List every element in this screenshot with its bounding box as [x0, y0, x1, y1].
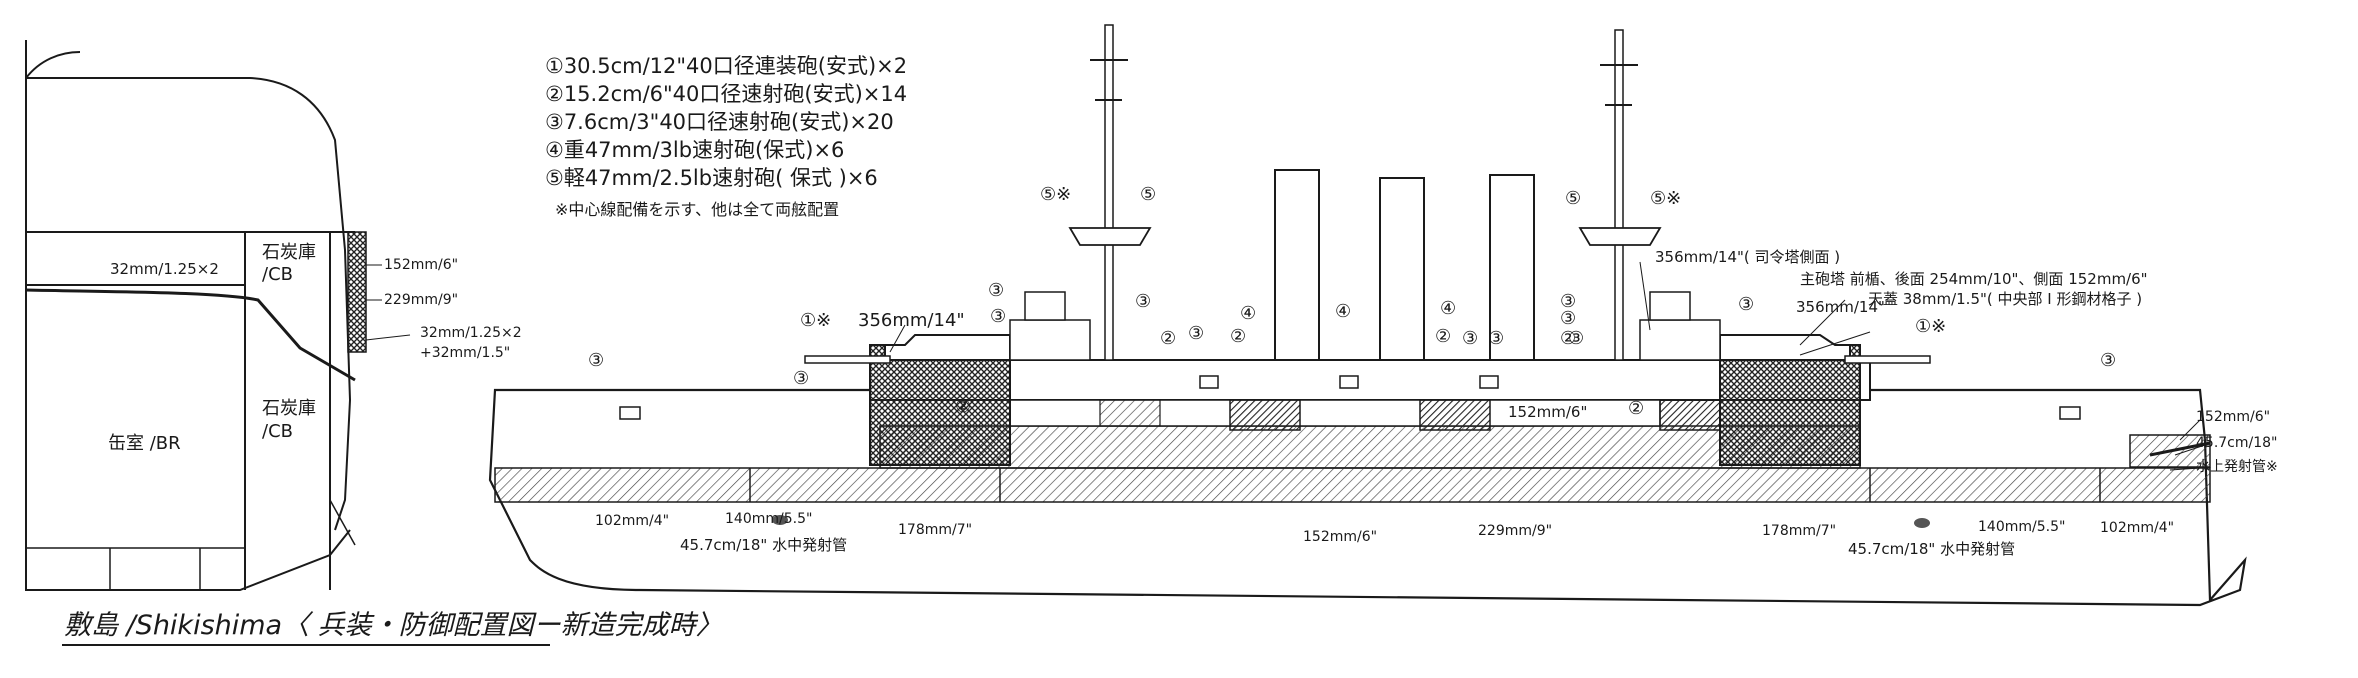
gun2-d: ② [1560, 328, 1577, 349]
legend-note: ※中心線配備を示す、他は全て両舷配置 [555, 200, 840, 219]
armor-belt-main: 229mm/9" [1478, 523, 1553, 539]
legend-item-5: ⑤軽47mm/2.5lb速射砲( 保式 )×6 [545, 166, 878, 190]
armor-stern-tube-armor: 45.7cm/18" [2196, 435, 2278, 451]
gun4-b: ④ [1335, 301, 1352, 322]
gun3-f: ③ [1560, 308, 1577, 329]
armor-belt-aft2: 178mm/7" [1762, 523, 1837, 539]
gun5-fwd: ⑤ [1140, 184, 1157, 205]
torpedo-aft-label: 45.7cm/18" 水中発射管 [1848, 540, 2016, 558]
stern-torpedo-tube: 水上発射管※ [2196, 459, 2278, 475]
armor-belt-mid: 152mm/6" [1303, 529, 1378, 545]
gun5-aft: ⑤ [1565, 188, 1582, 209]
armor-barbette-fwd: 356mm/14" [858, 310, 965, 331]
gun2-e: ② [955, 396, 972, 417]
hull-profile [488, 24, 2247, 607]
section-coal-lower-1: 石炭庫 [262, 398, 316, 419]
torpedo-fwd-label: 45.7cm/18" 水中発射管 [680, 536, 848, 554]
gun5-star-fwd: ⑤※ [1040, 184, 1072, 205]
section-coal-lower-2: /CB [262, 421, 293, 442]
gun1-aft: ①※ [1915, 316, 1947, 337]
diagram-caption: 敷島 /Shikishima〈 兵装・防御配置図ー新造完成時〉 [64, 610, 723, 641]
armor-casemate: 152mm/6" [1508, 403, 1588, 421]
section-belt-152: 152mm/6" [384, 257, 459, 273]
gun3-e: ③ [1462, 328, 1479, 349]
legend-item-4: ④重47mm/3lb速射砲(保式)×6 [545, 138, 845, 162]
gun1-fwd: ①※ [800, 310, 832, 331]
section-coal-upper-1: 石炭庫 [262, 242, 316, 263]
legend-item-2: ②15.2cm/6"40口径速射砲(安式)×14 [545, 82, 908, 106]
gun3-stern: ③ [2100, 350, 2117, 371]
section-coal-upper-2: /CB [262, 264, 293, 285]
gun2-b: ② [1230, 326, 1247, 347]
armor-barbette-aft: 356mm/14" [1796, 298, 1885, 316]
caption-underline [62, 644, 550, 646]
legend-item-1: ①30.5cm/12"40口径連装砲(安式)×2 [545, 54, 908, 78]
gun3-fwd-low: ③ [793, 368, 810, 389]
gun3-mid: ③ [1488, 328, 1505, 349]
armor-turret-line1: 主砲塔 前楯、後面 254mm/10"、側面 152mm/6" [1800, 270, 2148, 288]
armor-stern-upper: 152mm/6" [2196, 409, 2271, 425]
armor-belt-fwd2: 178mm/7" [898, 522, 973, 538]
section-belt-armor [347, 231, 367, 353]
section-slope-a: 32mm/1.25×2 [420, 325, 522, 341]
gun3-a: ③ [988, 280, 1005, 301]
section-boiler-room: 缶室 /BR [108, 433, 181, 454]
hull-cross-section [25, 40, 356, 591]
armor-belt-fwd: 140mm/5.5" [725, 511, 813, 527]
section-slope-b: +32mm/1.5" [420, 345, 511, 361]
gun3-h: ③ [1568, 328, 1585, 349]
gun3-d: ③ [1188, 323, 1205, 344]
gun3-bow: ③ [588, 350, 605, 371]
section-deck-armor-label: 32mm/1.25×2 [110, 260, 219, 278]
gun2-f: ② [1628, 398, 1645, 419]
armor-belt-stern: 102mm/4" [2100, 520, 2175, 536]
section-belt-229: 229mm/9" [384, 292, 459, 308]
gun3-g: ③ [1738, 294, 1755, 315]
gun3-c: ③ [990, 306, 1007, 327]
armor-turret-line2: 天蓋 38mm/1.5"( 中央部 I 形鋼材格子 ) [1868, 290, 2143, 308]
gun5-star-aft: ⑤※ [1650, 188, 1682, 209]
gun3-top-aft: ③ [1560, 291, 1577, 312]
gun4-c: ④ [1440, 298, 1457, 319]
gun4-a: ④ [1240, 303, 1257, 324]
armor-belt-bow: 102mm/4" [595, 513, 670, 529]
gun2-c: ② [1435, 326, 1452, 347]
armor-belt-aft: 140mm/5.5" [1978, 519, 2066, 535]
gun2-a: ② [1160, 328, 1177, 349]
legend-item-3: ③7.6cm/3"40口径速射砲(安式)×20 [545, 110, 894, 134]
armor-conning-side: 356mm/14"( 司令塔側面 ) [1655, 248, 1841, 266]
gun3-b: ③ [1135, 291, 1152, 312]
